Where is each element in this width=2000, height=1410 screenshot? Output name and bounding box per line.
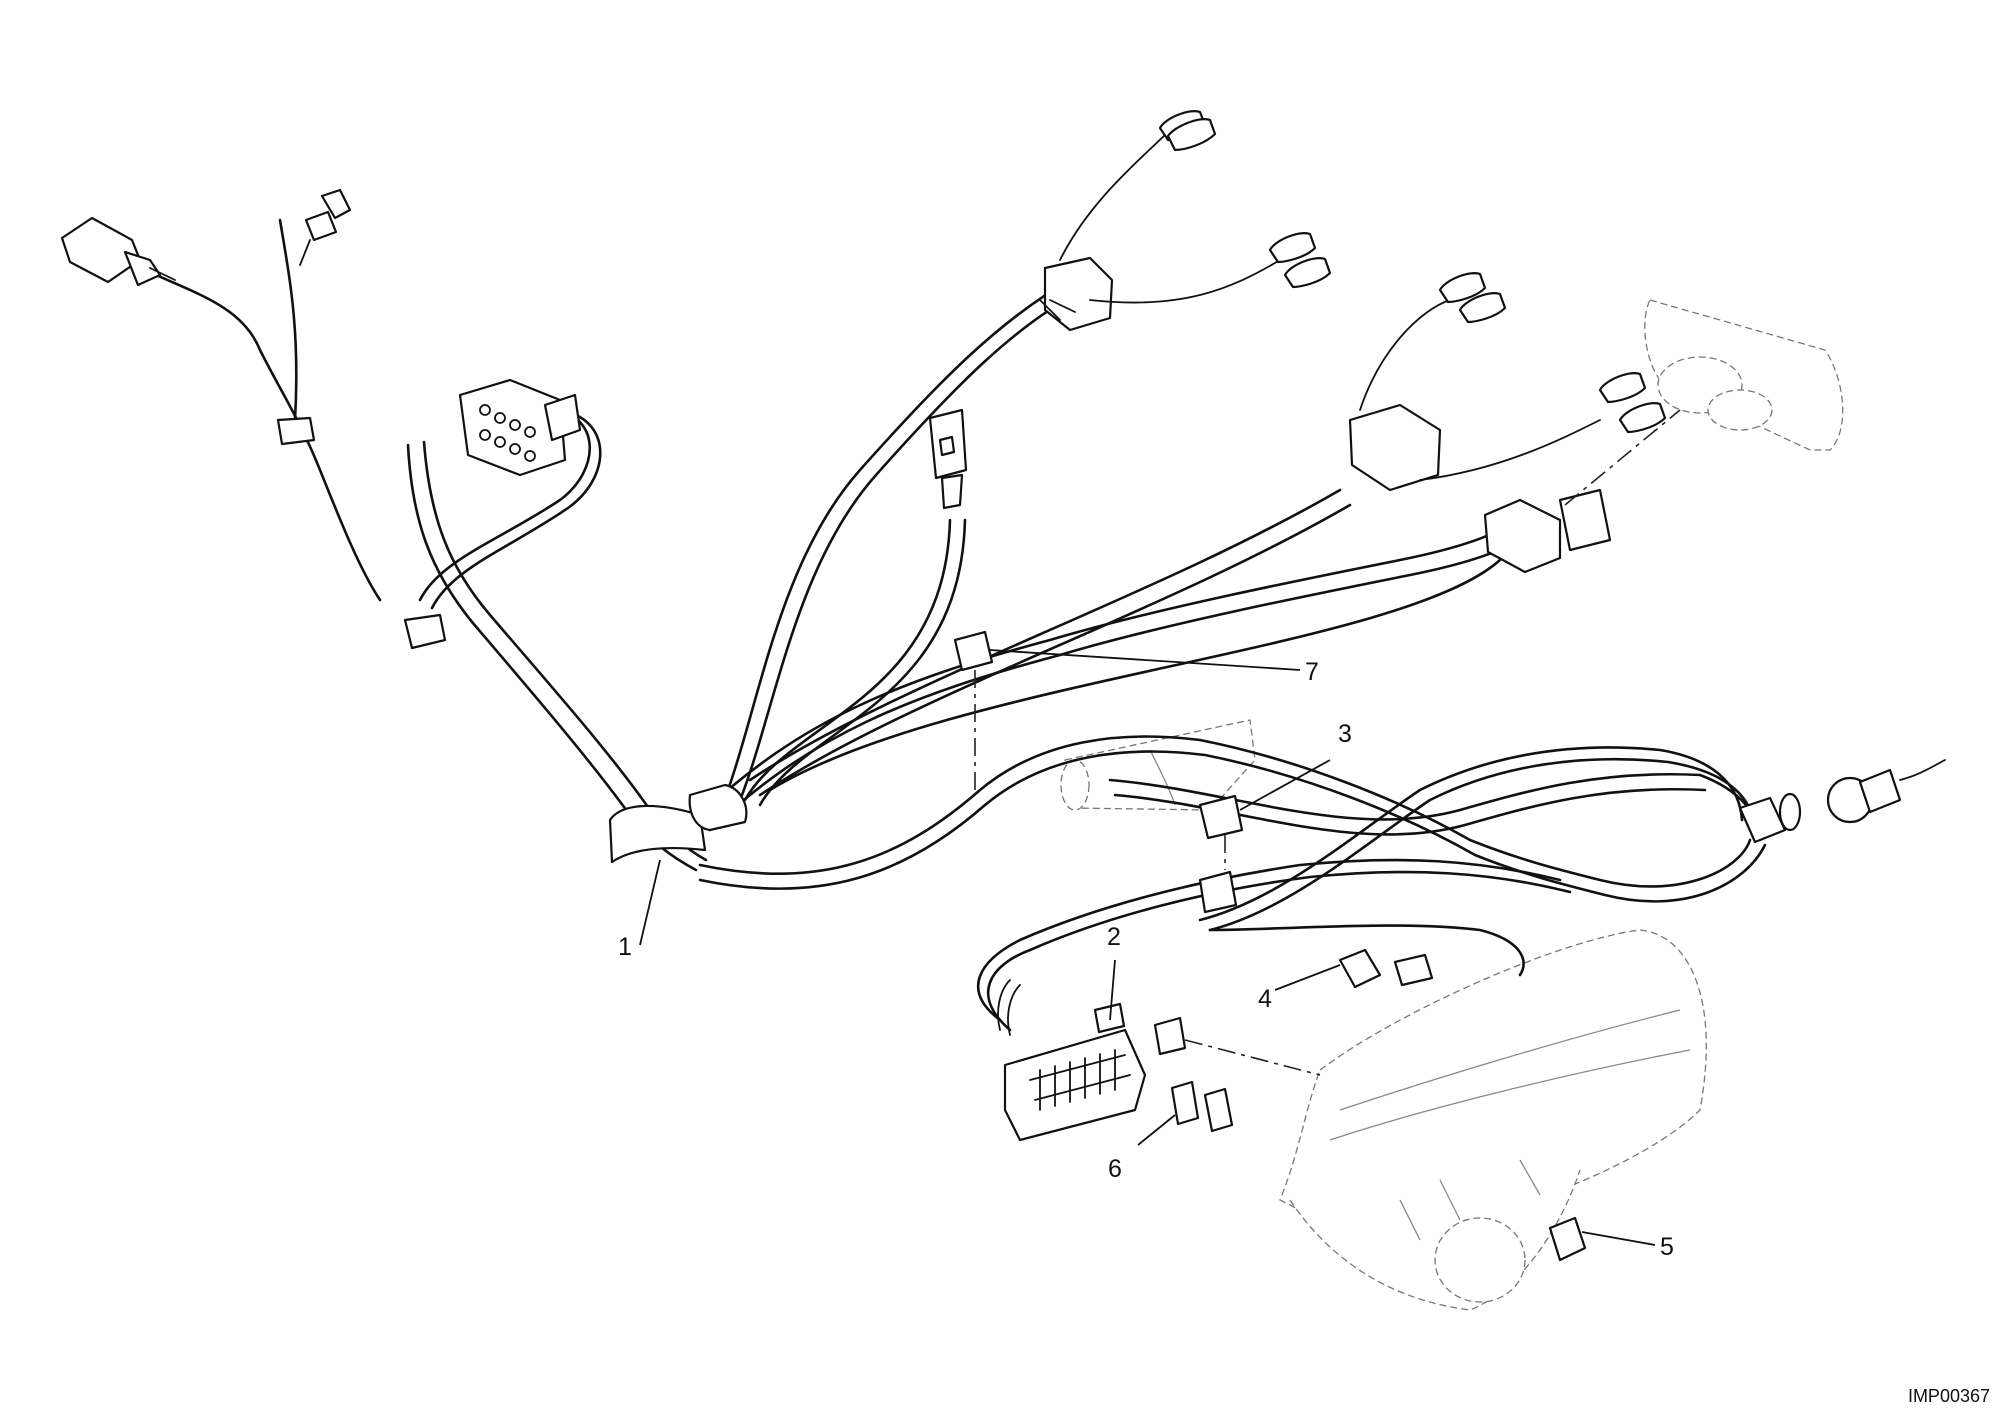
connector-top-1 bbox=[1039, 110, 1332, 332]
harness-sleeves bbox=[276, 416, 748, 864]
connector-2-pin bbox=[928, 408, 968, 510]
callout-3: 3 bbox=[1338, 720, 1352, 748]
part-3-relay bbox=[1198, 794, 1244, 914]
part-5-grommet bbox=[1548, 1216, 1587, 1262]
part-7-relay bbox=[953, 630, 994, 672]
connector-left-2 bbox=[299, 188, 352, 266]
round-connector bbox=[1738, 759, 1946, 844]
connector-instrument bbox=[1483, 488, 1612, 574]
connector-left-1 bbox=[60, 216, 176, 287]
reference-code: IMP00367 bbox=[1908, 1386, 1990, 1406]
callout-4: 4 bbox=[1258, 985, 1272, 1013]
callout-5: 5 bbox=[1660, 1233, 1674, 1261]
mounting-bracket-outline bbox=[1060, 719, 1256, 811]
alignment-lines bbox=[974, 409, 1681, 1076]
connector-top-2 bbox=[1348, 272, 1667, 492]
callout-7: 7 bbox=[1305, 658, 1319, 686]
connector-8-pin bbox=[458, 378, 582, 477]
part-6-fuse bbox=[1170, 1080, 1234, 1133]
callout-2: 2 bbox=[1107, 923, 1121, 951]
part-4-connector bbox=[1338, 948, 1434, 989]
callout-leaders bbox=[639, 649, 1656, 1246]
callout-6: 6 bbox=[1108, 1155, 1122, 1183]
instrument-panel-outline bbox=[1644, 299, 1844, 451]
headlight-fairing-outline bbox=[1279, 929, 1707, 1311]
fuse-box bbox=[997, 979, 1147, 1142]
callout-1: 1 bbox=[618, 933, 632, 961]
main-harness bbox=[128, 218, 1767, 1032]
